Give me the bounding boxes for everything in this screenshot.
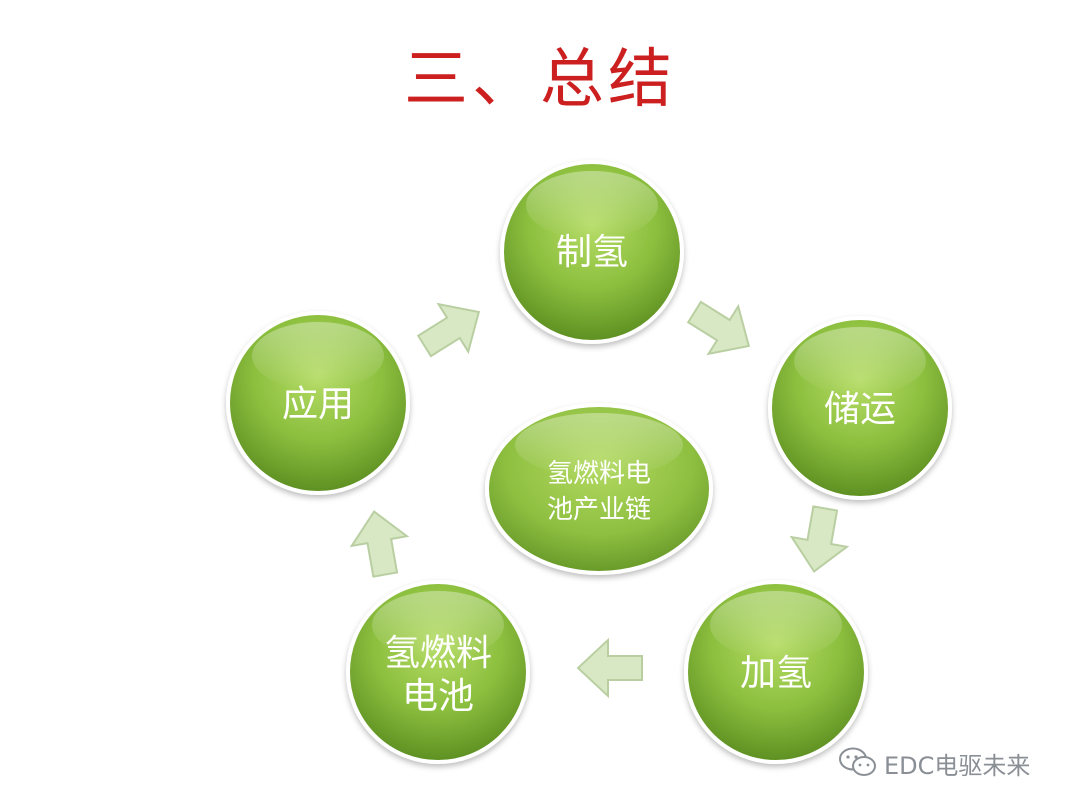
node-fuelcell-label-line1: 氢燃料 xyxy=(384,633,492,674)
node-refueling xyxy=(684,580,868,764)
node-production xyxy=(500,160,684,344)
arrow-application-to-production xyxy=(408,287,495,371)
watermark-text: EDC电驱未来 xyxy=(884,751,1031,780)
center-label-line1: 氢燃料电 xyxy=(547,459,651,489)
arrow-refueling-to-fuelcell xyxy=(577,639,643,697)
watermark: EDC电驱未来 xyxy=(838,745,1030,781)
arrow-fuelcell-to-application xyxy=(345,505,414,581)
wechat-icon xyxy=(838,746,878,780)
arrow-production-to-storage xyxy=(678,287,765,371)
node-application-label: 应用 xyxy=(282,384,354,425)
node-refueling-label: 加氢 xyxy=(740,653,812,694)
node-fuelcell xyxy=(346,580,530,764)
node-production-label: 制氢 xyxy=(556,232,628,273)
node-storage-label: 储运 xyxy=(824,389,896,430)
node-fuelcell-label-line2: 电池 xyxy=(402,676,474,717)
arrow-storage-to-refueling xyxy=(785,502,854,578)
center-node xyxy=(485,403,713,575)
page-title: 三、总结 xyxy=(404,43,676,117)
node-storage xyxy=(768,316,952,500)
node-application xyxy=(226,311,410,495)
center-label-line2: 池产业链 xyxy=(547,495,651,525)
